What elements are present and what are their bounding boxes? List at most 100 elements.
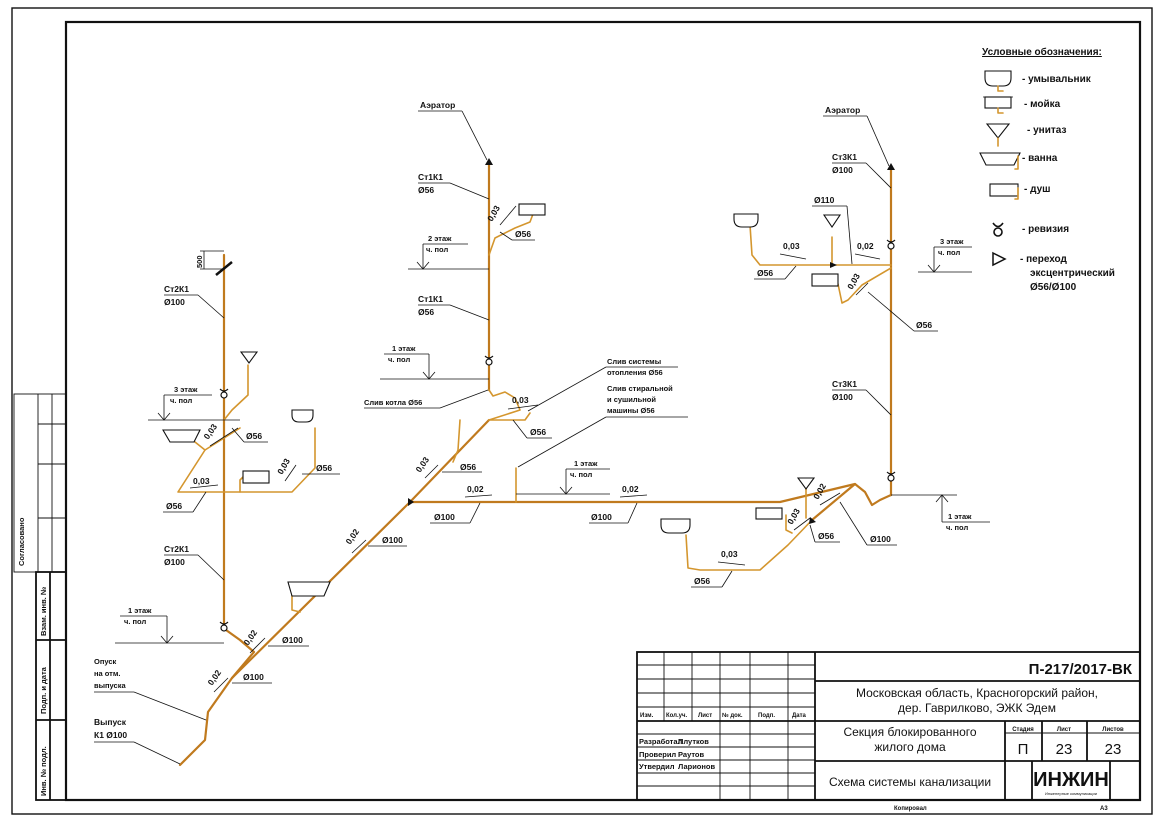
revision-icon [219, 621, 229, 632]
toilet-icon [796, 477, 816, 490]
svg-text:ч. пол: ч. пол [938, 248, 960, 257]
svg-text:0,03: 0,03 [485, 203, 502, 223]
bath-drain-1floor [291, 589, 301, 613]
svg-text:1 этаж: 1 этаж [574, 459, 598, 468]
washbasin-icon [984, 70, 1012, 92]
boiler-loop [452, 419, 461, 463]
shower-icon [242, 470, 270, 484]
floor1-washbasin-branch [685, 519, 813, 571]
format-label: А3 [1100, 806, 1108, 812]
aerator-icon [485, 158, 493, 165]
name-approved: Ларионов [678, 762, 716, 771]
svg-text:0,03: 0,03 [783, 241, 800, 251]
svg-text:0,03: 0,03 [785, 506, 802, 526]
svg-text:Дата: Дата [792, 713, 807, 719]
inv-replace-label: Взам. инв. № [39, 587, 48, 636]
washbasin-icon [733, 213, 759, 228]
revision-icon [886, 471, 896, 482]
floor1-shower-branch [785, 514, 793, 534]
svg-text:и сушильной: и сушильной [607, 395, 656, 404]
svg-text:Ø110: Ø110 [814, 195, 835, 205]
name-developed: Плутков [678, 737, 709, 746]
eccentric-transition-icon [408, 498, 414, 506]
svg-text:ч. пол: ч. пол [124, 617, 146, 626]
annotations: Аэратор Ст1К1 Ø56 0,03 Ø56 Ст1К1 Ø56 Сли… [94, 100, 938, 765]
eccentric-transition-icon [992, 251, 1007, 267]
svg-text:выпуска: выпуска [94, 681, 126, 690]
svg-text:2 этаж: 2 этаж [428, 234, 452, 243]
svg-text:Слив стиральной: Слив стиральной [607, 384, 673, 393]
svg-text:Ø56: Ø56 [818, 531, 834, 541]
sheet-title: Схема системы канализации [829, 775, 991, 789]
revision-icon [886, 239, 896, 250]
svg-text:3 этаж: 3 этаж [940, 237, 964, 246]
legend-eccentric-3: Ø56/Ø100 [1030, 282, 1077, 293]
outer-frame [11, 7, 1153, 815]
svg-text:0,02: 0,02 [205, 668, 223, 688]
legend-shower: - душ [1024, 184, 1050, 195]
svg-text:0,03: 0,03 [721, 549, 738, 559]
pipe-network [177, 163, 893, 767]
revision-markers [219, 239, 896, 632]
revision-icon [484, 355, 494, 366]
object-line-1: Секция блокированного [843, 725, 976, 739]
aerator-label: Аэратор [420, 100, 455, 110]
sheets-value: 23 [1105, 741, 1122, 758]
svg-text:ч. пол: ч. пол [426, 245, 448, 254]
shower-icon [989, 183, 1019, 200]
svg-text:Ø100: Ø100 [434, 512, 455, 522]
svg-text:Ø100: Ø100 [832, 165, 853, 175]
svg-text:Ø100: Ø100 [282, 635, 303, 645]
legend-title: Условные обозначения: [982, 46, 1102, 58]
svg-text:0,03: 0,03 [193, 476, 210, 486]
svg-text:отопления Ø56: отопления Ø56 [607, 368, 663, 377]
svg-text:Ø56: Ø56 [316, 463, 332, 473]
svg-text:Ст2К1: Ст2К1 [164, 544, 189, 554]
svg-text:Ø56: Ø56 [916, 320, 932, 330]
legend-eccentric-2: эксцентрический [1030, 268, 1115, 279]
shower-icon [811, 273, 839, 287]
address-line-2: дер. Гаврилково, ЭЖК Эдем [898, 701, 1056, 715]
svg-text:Ø100: Ø100 [870, 534, 891, 544]
fixtures [162, 203, 842, 597]
svg-text:Ø56: Ø56 [246, 431, 262, 441]
svg-text:Ø100: Ø100 [832, 392, 853, 402]
floor3-toilet-branch [223, 364, 249, 421]
toilet-icon [985, 123, 1011, 147]
svg-text:0,02: 0,02 [343, 527, 361, 547]
revision-icon [219, 388, 229, 399]
svg-text:1 этаж: 1 этаж [392, 344, 416, 353]
bathtub-icon [162, 429, 201, 443]
svg-text:Ст3К1: Ст3К1 [832, 152, 857, 162]
title-block: Изм. Кол.уч. Лист № док. Подп. Дата Разр… [636, 651, 1141, 812]
shower-icon [755, 507, 783, 520]
svg-text:Ø56: Ø56 [515, 229, 531, 239]
bathtub-icon [287, 581, 331, 597]
role-checked: Проверил [639, 750, 676, 759]
svg-text:Ст2К1: Ст2К1 [164, 284, 189, 294]
role-approved: Утвердил [639, 762, 675, 771]
svg-text:0,02: 0,02 [857, 241, 874, 251]
st3-branch [810, 482, 857, 522]
legend-bathtub: - ванна [1022, 153, 1058, 164]
svg-text:ч. пол: ч. пол [946, 523, 968, 532]
boiler-drain-branch [488, 389, 521, 421]
svg-text:Изм.: Изм. [640, 713, 654, 719]
legend-washbasin: - умывальник [1022, 74, 1092, 85]
svg-text:Лист: Лист [1057, 727, 1071, 733]
aerator-icon [887, 163, 895, 170]
svg-text:Аэратор: Аэратор [825, 105, 860, 115]
svg-text:К1 Ø100: К1 Ø100 [94, 730, 127, 740]
sink-icon [983, 96, 1013, 114]
name-checked: Раутов [678, 750, 704, 759]
svg-text:0,03: 0,03 [512, 395, 529, 405]
svg-text:Ø56: Ø56 [757, 268, 773, 278]
svg-text:ИНЖИН: ИНЖИН [1033, 769, 1109, 791]
svg-text:0,03: 0,03 [201, 422, 219, 442]
svg-text:0,03: 0,03 [275, 456, 292, 476]
svg-text:ч. пол: ч. пол [570, 470, 592, 479]
inv-orig-label: Инв. № подл. [39, 746, 48, 796]
floor2-sink-branch [488, 213, 534, 256]
washbasin-icon [291, 409, 314, 423]
doc-code: П-217/2017-ВК [1029, 661, 1133, 678]
